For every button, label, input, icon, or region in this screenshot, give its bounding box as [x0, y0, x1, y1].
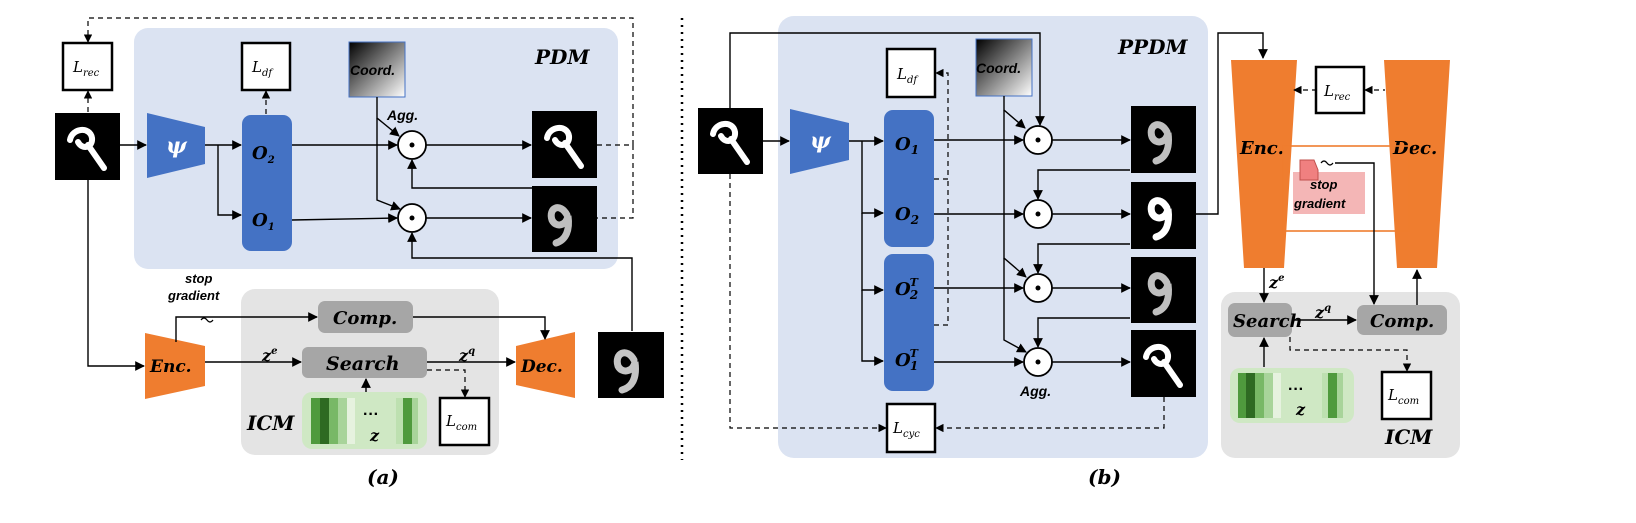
comp-box-a: [318, 301, 413, 333]
psi-label-b: ψ: [810, 128, 832, 154]
enc-label-b: Enc.: [1239, 138, 1284, 159]
note-icon: [1299, 159, 1319, 181]
loss-com-box-a: Lcom: [438, 396, 491, 447]
enc-label-a: Enc.: [149, 357, 192, 377]
svg-text:Ldf: Ldf: [251, 58, 274, 79]
loss-df-box-b: Ldf: [885, 47, 937, 99]
svg-text:Lcyc: Lcyc: [892, 419, 920, 440]
codebook-z-a: z: [369, 426, 380, 445]
agg-label-a: Agg.: [386, 107, 418, 123]
dec-label-a: Dec.: [520, 357, 563, 377]
loss-com-box-b: Lcom: [1380, 370, 1433, 421]
gradient-label-a: gradient: [167, 288, 220, 303]
agg-circles-b: [1023, 125, 1053, 377]
loss-rec-box-a: Lrec: [61, 41, 114, 92]
output-images-b: [1131, 106, 1196, 397]
zq-label-a: zq: [458, 346, 475, 365]
comp-label-a: Comp.: [333, 308, 397, 329]
search-label-a: Search: [326, 353, 400, 375]
ze-label-a: ze: [261, 346, 277, 365]
recon-image-a: [598, 332, 664, 398]
o1-label-a: O1: [252, 210, 275, 233]
coord-label-b: Coord.: [976, 60, 1021, 76]
svg-text:Lrec: Lrec: [72, 58, 100, 79]
stop-label-a: stop: [185, 271, 213, 286]
o2-label-a: O2: [252, 143, 275, 166]
ppdm-title: PPDM: [1117, 35, 1188, 59]
search-box-a: [302, 347, 427, 378]
codebook-dots-a: ···: [363, 406, 379, 423]
loss-df-box-a: Ldf: [240, 41, 292, 92]
coord-map-b: [975, 38, 1033, 97]
o-block-a: [242, 115, 292, 251]
coord-map-a: [348, 41, 406, 98]
connectors-a: [83, 17, 634, 398]
svg-text:Lcom: Lcom: [1387, 386, 1419, 407]
coord-label-a: Coord.: [350, 62, 395, 78]
input-image-b: [698, 108, 763, 174]
psi-encoder-a: [147, 113, 205, 178]
comp-box-b: [1357, 305, 1447, 335]
loss-rec-box-b: Lrec: [1314, 65, 1366, 115]
gradient-label-b: gradient: [1293, 196, 1346, 211]
psi-label-a: ψ: [166, 133, 188, 159]
output-image-top-a: [532, 111, 597, 178]
codebook-dots-b: ···: [1288, 381, 1304, 398]
encoder-a: [145, 333, 205, 399]
stop-label-b: stop: [1310, 177, 1338, 192]
output-image-bottom-a: [532, 186, 597, 252]
icm-title-a: ICM: [246, 411, 295, 435]
o-block-top-b: [884, 110, 934, 247]
decoder-a: [516, 332, 575, 398]
stop-gradient-region-b: [1282, 145, 1410, 232]
svg-text:Lcom: Lcom: [445, 412, 477, 433]
loss-cyc-box-b: Lcyc: [885, 402, 937, 454]
dec-label-b: Dec.: [1392, 138, 1437, 159]
icm-title-b: ICM: [1384, 425, 1433, 449]
caption-a: (a): [367, 465, 399, 489]
agg-label-b: Agg.: [1019, 383, 1051, 399]
caption-b: (b): [1088, 465, 1121, 489]
search-box-b: [1228, 303, 1292, 337]
search-label-b: Search: [1233, 311, 1303, 332]
psi-encoder-b: [790, 109, 849, 174]
zq-label-b: zq: [1314, 303, 1331, 322]
decoder-b: [1384, 60, 1450, 268]
codebook-z-b: z: [1295, 400, 1306, 419]
svg-text:Ldf: Ldf: [896, 65, 919, 86]
comp-label-b: Comp.: [1370, 311, 1434, 332]
ze-label-b: ze: [1268, 273, 1284, 292]
pdm-title: PDM: [534, 45, 590, 69]
o-block-bottom-b: [884, 254, 934, 391]
encoder-b: [1231, 60, 1297, 268]
input-image-a: [55, 113, 120, 180]
o1-label-b: O1: [895, 134, 919, 157]
svg-text:Lrec: Lrec: [1323, 82, 1351, 103]
panel-a: PDM ICM Lrec ψ O2 O1 Ldf Coord. Agg.: [55, 17, 664, 489]
o2-label-b: O2: [895, 204, 919, 227]
connectors-b: [729, 32, 1422, 433]
